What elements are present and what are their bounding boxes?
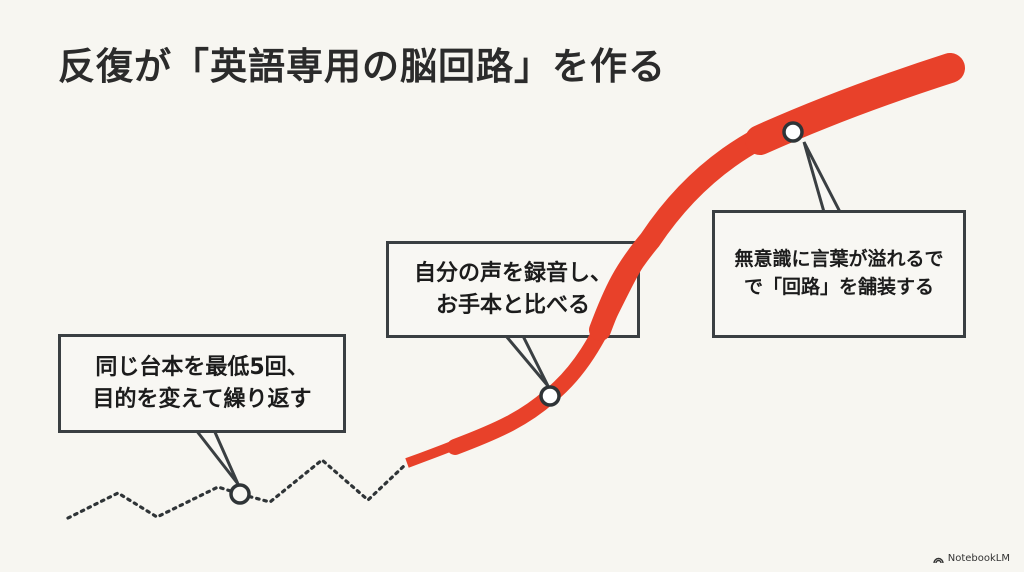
notebooklm-branding: NotebookLM (933, 553, 1010, 564)
milestone-node-3-icon (782, 121, 804, 143)
callout-box-pave: 無意識に言葉が溢れるで で「回路」を舗装する (712, 210, 966, 338)
callout-3-line-2: で「回路」を舗装する (743, 276, 934, 298)
branding-label: NotebookLM (947, 553, 1010, 564)
milestone-node-2-icon (539, 385, 561, 407)
red-growth-curve (405, 61, 957, 468)
notebooklm-logo-icon (933, 557, 944, 563)
callout-box-repeat: 同じ台本を最低5回、 目的を変えて繰り返す (58, 334, 346, 433)
page-title: 反復が「英語専用の脳回路」を作る (58, 44, 666, 88)
callout-2-line-2: お手本と比べる (435, 292, 590, 318)
dotted-early-path (66, 457, 407, 520)
callout-3-line-1: 無意識に言葉が溢れるで (734, 248, 944, 271)
callout-2-line-1: 自分の声を録音し、 (413, 260, 612, 286)
callout-1-line-1: 同じ台本を最低5回、 (95, 354, 309, 380)
milestone-node-1-icon (229, 483, 251, 505)
callout-1-line-2: 目的を変えて繰り返す (92, 386, 312, 412)
